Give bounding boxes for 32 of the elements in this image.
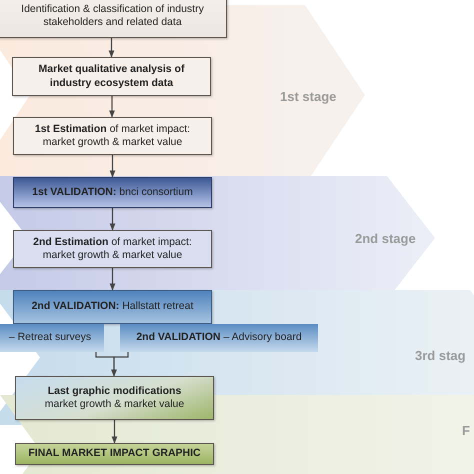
stage-label: 1st stage [280, 89, 336, 104]
box-heading: Last graphic modifications [48, 384, 182, 398]
box-text: 2nd VALIDATION: Hallstatt retreat [32, 300, 194, 314]
box-text: 1st Estimation of market impact: market growth & market value [34, 122, 192, 150]
arrow [112, 420, 118, 444]
box-text: 2nd VALIDATION – Advisory board [136, 331, 302, 345]
arrow [110, 155, 116, 178]
process-box [13, 230, 212, 268]
process-box [13, 177, 212, 208]
process-box [12, 57, 211, 96]
arrow [109, 96, 115, 118]
arrow [111, 352, 129, 377]
stage-label: F [462, 423, 470, 438]
arrow [110, 208, 116, 231]
box-text: market growth & market value [44, 398, 184, 412]
box-text: – Retreat surveys [8, 331, 92, 345]
process-box [13, 117, 212, 155]
box-text: 2nd Estimation of market impact: market growth & market value [32, 236, 193, 262]
stage-label: 2nd stage [355, 231, 416, 246]
process-box [0, 0, 227, 38]
box-text: Identification & classification of industry stakeholders and related data [20, 2, 205, 30]
arrow [108, 38, 114, 58]
process-box [15, 376, 214, 420]
arrow [110, 268, 116, 291]
box-text: Market qualitative analysis of industry ecosystem data [38, 63, 186, 90]
box-text: FINAL MARKET IMPACT GRAPHIC [28, 447, 201, 461]
process-box [0, 324, 104, 352]
process-box [120, 324, 318, 352]
box-text: 1st VALIDATION: bnci consortium [32, 186, 193, 200]
process-box [15, 443, 214, 465]
process-box [13, 290, 212, 324]
stage-label: 3rd stag [415, 348, 466, 363]
